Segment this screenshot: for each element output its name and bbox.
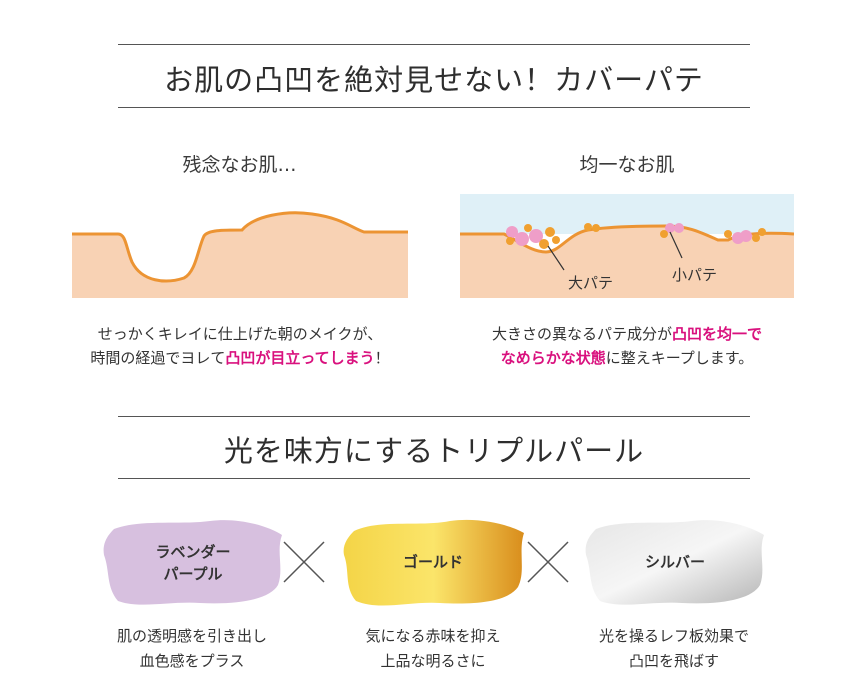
bad-skin-caption: せっかくキレイに仕上げた朝のメイクが、 時間の経過でヨレて凸凹が目立ってしまう！ xyxy=(90,325,390,367)
top-rule xyxy=(118,44,750,45)
section1-heading: お肌の凸凹を絶対見せない！カバーパテ xyxy=(164,63,704,97)
silver-caption: 光を操るレフ板効果で 凸凹を飛ばす xyxy=(598,627,749,670)
large-pate-particles xyxy=(506,223,766,249)
small-pate-label: 小パテ xyxy=(672,266,718,284)
heading1-bottom-rule xyxy=(118,107,750,108)
heading2-bottom-rule xyxy=(118,478,750,479)
pearl-silver: シルバー xyxy=(582,515,768,613)
cross-mark-2 xyxy=(527,541,569,583)
large-pate-label: 大パテ xyxy=(568,274,614,292)
section2-heading: 光を味方にするトリプルパール xyxy=(223,434,645,468)
cross-mark-1 xyxy=(283,541,325,583)
uneven-skin-diagram xyxy=(72,211,408,298)
gold-caption: 気になる赤味を抑え 上品な明るさに xyxy=(365,627,501,670)
even-skin-caption: 大きさの異なるパテ成分が凸凹を均一で なめらかな状態に整えキープします。 xyxy=(491,325,763,367)
lavender-caption: 肌の透明感を引き出し 血色感をプラス xyxy=(116,627,267,670)
section2-top-rule xyxy=(118,416,750,417)
pearl-gold: ゴールド xyxy=(340,515,526,613)
pearl-lavender: ラベンダー パープル xyxy=(100,515,286,613)
even-skin-diagram xyxy=(460,194,794,298)
bad-skin-title: 残念なお肌… xyxy=(182,154,297,176)
even-skin-title: 均一なお肌 xyxy=(579,154,675,176)
